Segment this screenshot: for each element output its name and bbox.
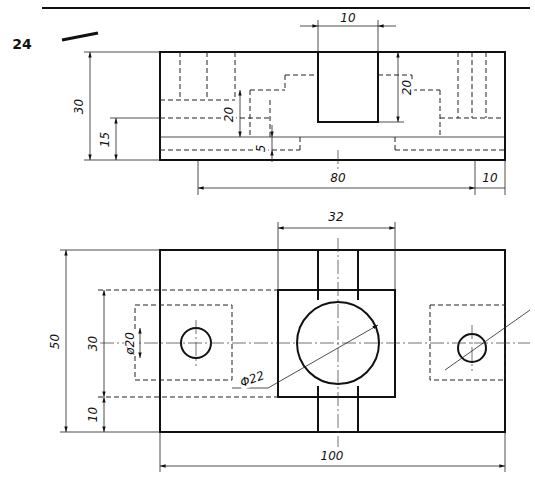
- dimension-text: 30: [74, 97, 87, 114]
- dimension-text: 10: [88, 405, 101, 422]
- dimension-text: 5: [255, 143, 268, 153]
- dimension-text: 50: [50, 332, 63, 349]
- dimension-text: 20: [224, 105, 237, 122]
- dimension-text: 20: [402, 78, 415, 95]
- dimension-text: ø20: [124, 331, 137, 356]
- problem-number: 24: [11, 38, 32, 51]
- dimension-text: 15: [100, 130, 113, 147]
- dimension-text: 80: [329, 172, 346, 185]
- dimension-text: 32: [327, 211, 344, 224]
- dimension-text: 100: [320, 450, 345, 463]
- dimension-text: Φ22: [237, 368, 267, 389]
- dimension-text: 10: [481, 172, 498, 185]
- dimension-text: 30: [88, 334, 101, 351]
- dimension-text: 10: [339, 12, 356, 25]
